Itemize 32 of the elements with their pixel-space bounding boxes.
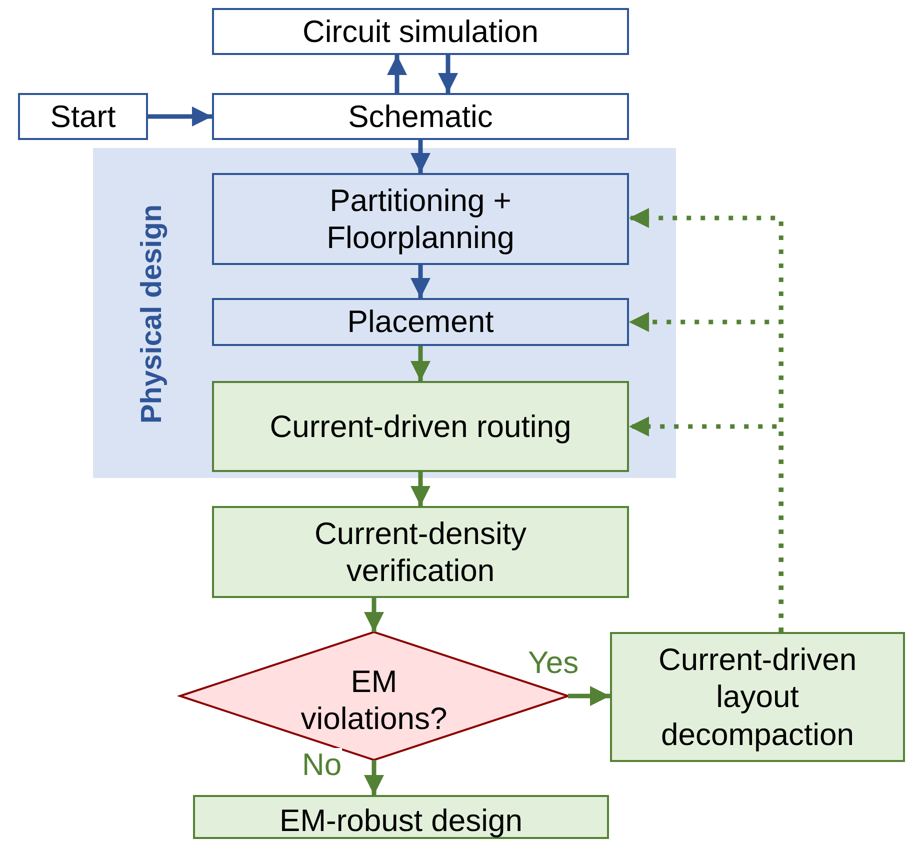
arrow [410,140,430,173]
arrow [629,416,784,632]
flow-step-box [212,381,629,472]
step-label: Current-driven layout decompaction [657,641,858,753]
arrow [410,472,430,506]
flow-step-box [610,632,905,762]
step-label: Schematic [348,98,493,136]
flow-step-box [193,795,609,839]
flow-step-box [212,506,629,598]
step-label: EM-robust design [280,802,522,840]
band-label: Physical design [137,204,169,424]
flow-step-box [212,93,629,140]
arrow [364,760,384,795]
arrow [387,55,407,93]
start-box [18,93,148,140]
step-label: EM violations? [300,662,448,738]
step-label: Current-driven routing [270,408,572,446]
arrow [410,346,430,381]
physical-design-band [93,148,676,478]
step-label: Partitioning + Floorplanning [326,182,516,256]
step-label: Start [50,98,116,136]
step-label: Placement [347,303,494,341]
flow-step-box [212,8,629,55]
step-label: Current-density verification [314,514,528,590]
arrow [568,686,610,706]
arrow [410,265,430,298]
flow-step-box [212,298,629,346]
arrow [364,598,384,632]
arrow [438,55,458,93]
flow-step-box [212,173,629,265]
arrow [148,106,212,126]
step-label: Circuit simulation [302,12,538,50]
